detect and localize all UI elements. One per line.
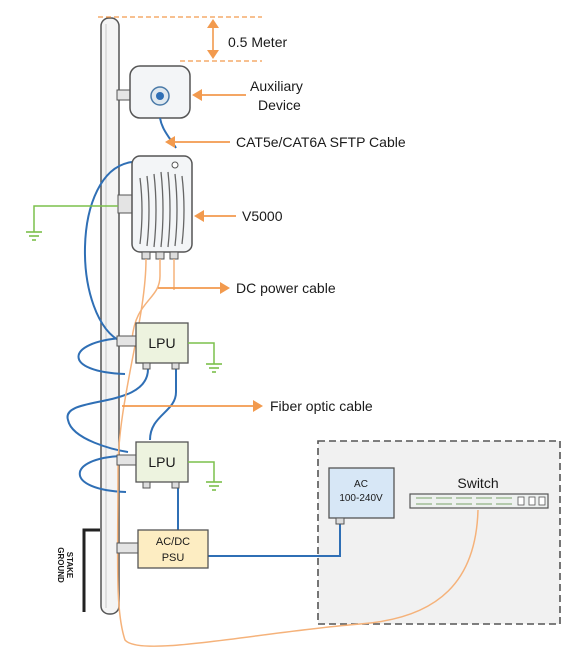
blue-cable-loop-upper (83, 161, 133, 343)
blue-cable-loop-2 (78, 455, 127, 493)
lpu-top (116, 322, 222, 373)
auxiliary-label-2: Device (258, 97, 301, 113)
ac-label-1: AC (354, 479, 368, 490)
fiber-cable-pole (116, 258, 479, 647)
psu (116, 529, 209, 569)
ac-label-2: 100-240V (339, 493, 383, 504)
lpu-top-label: LPU (148, 335, 175, 351)
cat-cable-label: CAT5e/CAT6A SFTP Cable (236, 134, 406, 150)
ground-stake (82, 528, 100, 612)
blue-cable-lpu-link (149, 369, 177, 441)
lpu-bottom (116, 441, 222, 491)
auxiliary-label-1: Auxiliary (250, 78, 303, 94)
psu-label-1: AC/DC (156, 536, 190, 548)
ground-stake-text-1: GROUND (56, 547, 65, 583)
ac-adapter (328, 467, 395, 525)
v5000-label: V5000 (242, 208, 283, 224)
v5000-ground (26, 205, 118, 241)
v5000-device (117, 155, 193, 260)
pole (100, 17, 120, 615)
auxiliary-device (116, 65, 191, 119)
psu-label-2: PSU (162, 552, 185, 564)
lpu-bottom-label: LPU (148, 454, 175, 470)
height-label: 0.5 Meter (228, 34, 287, 50)
ground-stake-label: GROUND STAKE (56, 547, 74, 583)
blue-cable-loop-middle (66, 368, 149, 453)
fiber-cable-label: Fiber optic cable (270, 398, 373, 414)
blue-cable-loop-1 (77, 337, 126, 375)
blue-cable-psu-ac (208, 524, 341, 557)
dc-cable (131, 259, 161, 341)
switch-label: Switch (457, 475, 498, 491)
height-dimension (98, 16, 262, 62)
ground-stake-text-2: STAKE (65, 552, 74, 579)
switch-device (409, 493, 549, 509)
dc-cable-label: DC power cable (236, 280, 336, 296)
